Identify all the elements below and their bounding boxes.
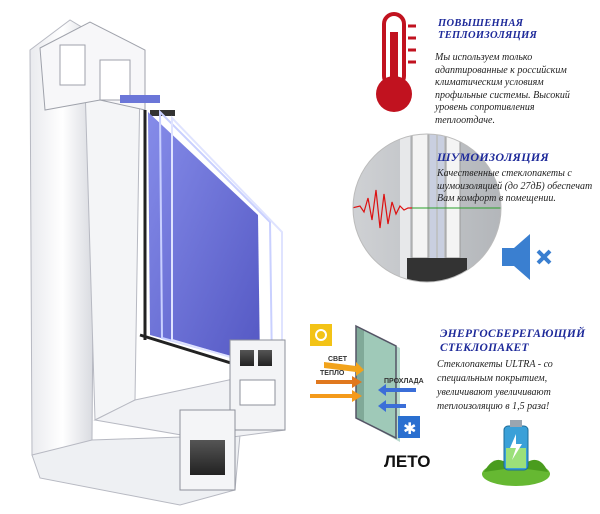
season-label: ЛЕТО: [384, 452, 431, 471]
noise-description: Качественные стеклопакеты с шумоизоляцие…: [437, 168, 593, 204]
thermometer-icon: [376, 12, 416, 112]
svg-text:✱: ✱: [403, 419, 416, 438]
energy-description: Стеклопакеты ULTRA - со специальным покр…: [437, 359, 553, 412]
noise-title: ШУМОИЗОЛЯЦИЯ: [437, 150, 550, 164]
speaker-muted-icon: [502, 234, 552, 280]
arrow-light-label: СВЕТ: [328, 356, 348, 363]
window-profile-illustration: [29, 19, 286, 506]
thermal-description: Мы используем только адаптированные к ро…: [435, 52, 570, 126]
arrow-cold-label: ПРОХЛАДА: [384, 378, 424, 385]
thermal-title: ПОВЫШЕННАЯ ТЕПЛОИЗОЛЯЦИЯ: [438, 18, 588, 42]
energy-title-line2: СТЕКЛОПАКЕТ: [440, 342, 529, 354]
noise-circle-illustration: [352, 133, 502, 283]
arrow-heat-label: ТЕПЛО: [320, 370, 345, 377]
energy-title: ЭНЕРГОСБЕРЕГАЮЩИЙ СТЕКЛОПАКЕТ: [440, 327, 590, 355]
thermal-title-line1: ПОВЫШЕННАЯ: [438, 18, 524, 29]
battery-leaves-icon: [482, 420, 550, 486]
energy-title-line1: ЭНЕРГОСБЕРЕГАЮЩИЙ: [440, 328, 586, 340]
thermal-title-line2: ТЕПЛОИЗОЛЯЦИЯ: [438, 30, 538, 41]
sun-icon: [310, 324, 332, 346]
energy-glass-diagram: СВЕТ ТЕПЛО ПРОХЛАДА ✱: [310, 324, 424, 442]
snowflake-icon: ✱: [398, 416, 420, 438]
